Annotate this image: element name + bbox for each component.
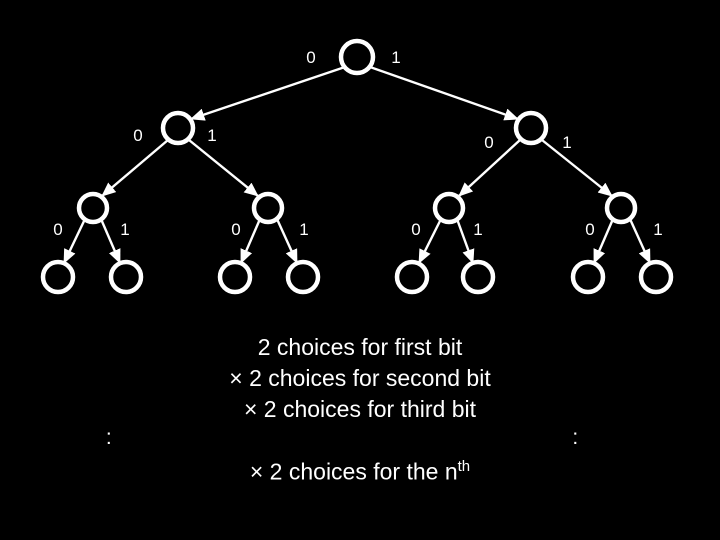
edge-label-n0-1: 1 bbox=[207, 126, 216, 145]
caption-line-5-superscript: th bbox=[457, 458, 471, 475]
node-n110[interactable] bbox=[570, 259, 606, 295]
edge-label-n10-1: 1 bbox=[473, 220, 482, 239]
tree-nodes bbox=[40, 38, 674, 295]
node-n101[interactable] bbox=[460, 259, 496, 295]
edge-label-n00-1: 1 bbox=[120, 220, 129, 239]
caption-line-2: × 2 choices for second bit bbox=[229, 365, 491, 391]
node-n11[interactable] bbox=[604, 191, 638, 225]
node-n011[interactable] bbox=[285, 259, 321, 295]
node-n10[interactable] bbox=[432, 191, 466, 225]
edge-label-n11-1: 1 bbox=[653, 220, 662, 239]
edge-n0-n01 bbox=[188, 139, 259, 197]
binary-tree-diagram: 0 1 0 1 0 1 0 1 0 1 0 1 0 1 bbox=[40, 38, 674, 295]
edge-n1-n10 bbox=[458, 139, 521, 197]
edge-n11-n111 bbox=[628, 218, 652, 264]
node-n010[interactable] bbox=[217, 259, 253, 295]
tree-edges bbox=[62, 65, 652, 264]
edge-root-n1 bbox=[369, 65, 519, 121]
edge-label-n1-1: 1 bbox=[562, 133, 571, 152]
node-root[interactable] bbox=[338, 38, 376, 76]
caption-line-5-text: × 2 choices for the n bbox=[249, 458, 458, 485]
edge-n10-n100 bbox=[417, 218, 443, 264]
edge-n01-n010 bbox=[239, 218, 262, 264]
node-n00[interactable] bbox=[76, 191, 110, 225]
node-n000[interactable] bbox=[40, 259, 76, 295]
caption-line-3: × 2 choices for third bit bbox=[243, 396, 477, 422]
caption-block: 2 choices for first bit × 2 choices for … bbox=[0, 332, 720, 488]
caption-line-1: 2 choices for first bit bbox=[257, 334, 463, 360]
edge-n10-n101 bbox=[455, 218, 475, 264]
node-n111[interactable] bbox=[638, 259, 674, 295]
edge-label-root-1: 1 bbox=[391, 48, 400, 67]
node-n1[interactable] bbox=[513, 110, 549, 146]
edge-label-n00-0: 0 bbox=[53, 220, 62, 239]
edge-n1-n11 bbox=[541, 139, 613, 197]
edge-n11-n110 bbox=[592, 218, 615, 264]
caption-line-5: × 2 choices for the nth bbox=[0, 451, 720, 488]
node-n001[interactable] bbox=[108, 259, 144, 295]
edge-n01-n011 bbox=[275, 218, 299, 264]
edge-n0-n00 bbox=[101, 139, 169, 197]
caption-line-ellipsis: : : bbox=[105, 426, 625, 449]
edge-label-n0-0: 0 bbox=[133, 126, 142, 145]
edge-root-n0 bbox=[190, 65, 346, 121]
edge-labels: 0 1 0 1 0 1 0 1 0 1 0 1 0 1 bbox=[53, 48, 662, 239]
edge-label-n01-0: 0 bbox=[231, 220, 240, 239]
edge-n00-n000 bbox=[62, 218, 87, 264]
edge-label-root-0: 0 bbox=[306, 48, 315, 67]
edge-n00-n001 bbox=[99, 218, 122, 264]
node-n100[interactable] bbox=[394, 259, 430, 295]
edge-label-n01-1: 1 bbox=[299, 220, 308, 239]
edge-label-n11-0: 0 bbox=[585, 220, 594, 239]
node-n01[interactable] bbox=[251, 191, 285, 225]
edge-label-n10-0: 0 bbox=[411, 220, 420, 239]
edge-label-n1-0: 0 bbox=[484, 133, 493, 152]
node-n0[interactable] bbox=[160, 110, 196, 146]
